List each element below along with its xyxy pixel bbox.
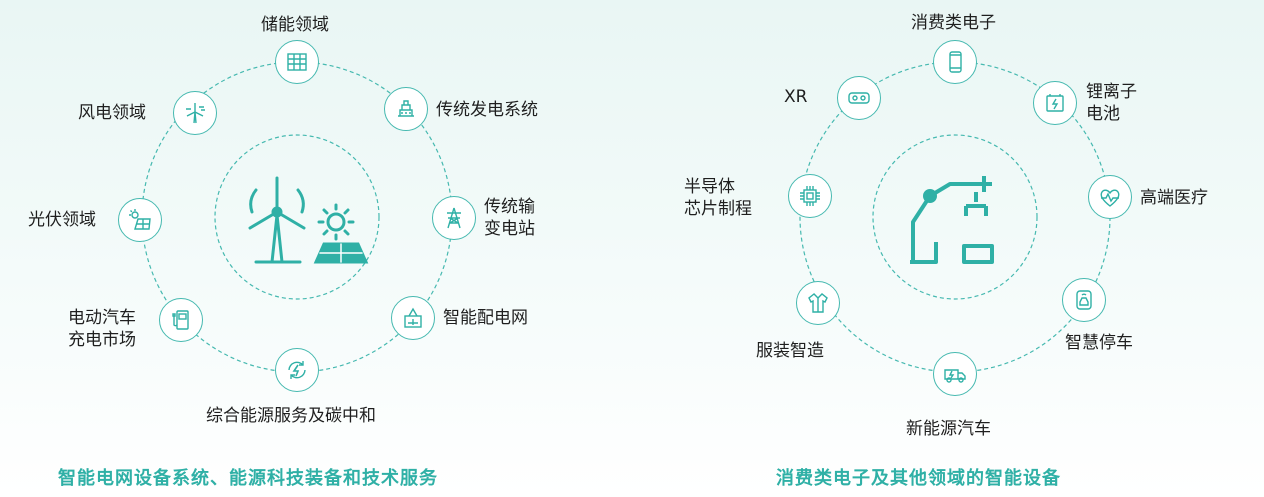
shirt-icon: [796, 281, 840, 325]
charging-station-icon: [159, 298, 203, 342]
node-label-traditional-power: 传统发电系统: [436, 100, 538, 120]
robot-arm-icon: [910, 176, 994, 264]
node-label-integrated-energy: 综合能源服务及碳中和: [206, 406, 376, 426]
battery-icon: [1033, 81, 1077, 125]
wind-power-icon: [173, 91, 217, 135]
node-label-smart-grid: 智能配电网: [443, 308, 528, 328]
node-label-nev: 新能源汽车: [906, 419, 991, 439]
node-label-smart-parking: 智慧停车: [1065, 333, 1133, 353]
node-label-wind: 风电领域: [78, 103, 146, 123]
transmission-tower-icon: [432, 196, 476, 240]
power-plant-icon: [384, 87, 428, 131]
smart-grid-icon: [391, 296, 435, 340]
node-label-garment: 服装智造: [756, 341, 824, 361]
right-panel-title: 消费类电子及其他领域的智能设备: [776, 468, 1061, 489]
node-label-storage: 储能领域: [261, 15, 329, 35]
energy-cycle-icon: [275, 348, 319, 392]
wind-solar-gear-icon: [248, 176, 369, 264]
solar-panel-icon: [118, 198, 162, 242]
left-panel-title: 智能电网设备系统、能源科技装备和技术服务: [58, 468, 438, 489]
node-label-medical: 高端医疗: [1140, 188, 1208, 208]
parking-car-icon: [1062, 278, 1106, 322]
node-label-lithium-battery: 锂离子电池: [1086, 82, 1137, 124]
right-panel: 消费类电子 锂离子电池 高端医疗 智慧停车 新能源汽车 服装智造 半导体芯片制程…: [632, 0, 1264, 497]
heart-pulse-icon: [1088, 175, 1132, 219]
battery-storage-icon: [275, 40, 319, 84]
node-label-substation: 传统输变电站: [484, 197, 535, 239]
node-label-ev-charging: 电动汽车充电市场: [68, 308, 136, 350]
node-label-photovoltaic: 光伏领域: [28, 210, 96, 230]
node-label-semiconductor: 半导体芯片制程: [684, 177, 752, 219]
chip-icon: [788, 174, 832, 218]
node-label-consumer-electronics: 消费类电子: [911, 13, 996, 33]
left-ring: [141, 61, 453, 373]
smartphone-icon: [933, 40, 977, 84]
electric-truck-icon: [933, 352, 977, 396]
node-label-xr: XR: [784, 87, 808, 107]
vr-goggles-icon: [837, 76, 881, 120]
left-panel: 储能领域 传统发电系统 传统输变电站 智能配电网 综合能源服务及碳中和 电动汽车…: [28, 15, 538, 489]
